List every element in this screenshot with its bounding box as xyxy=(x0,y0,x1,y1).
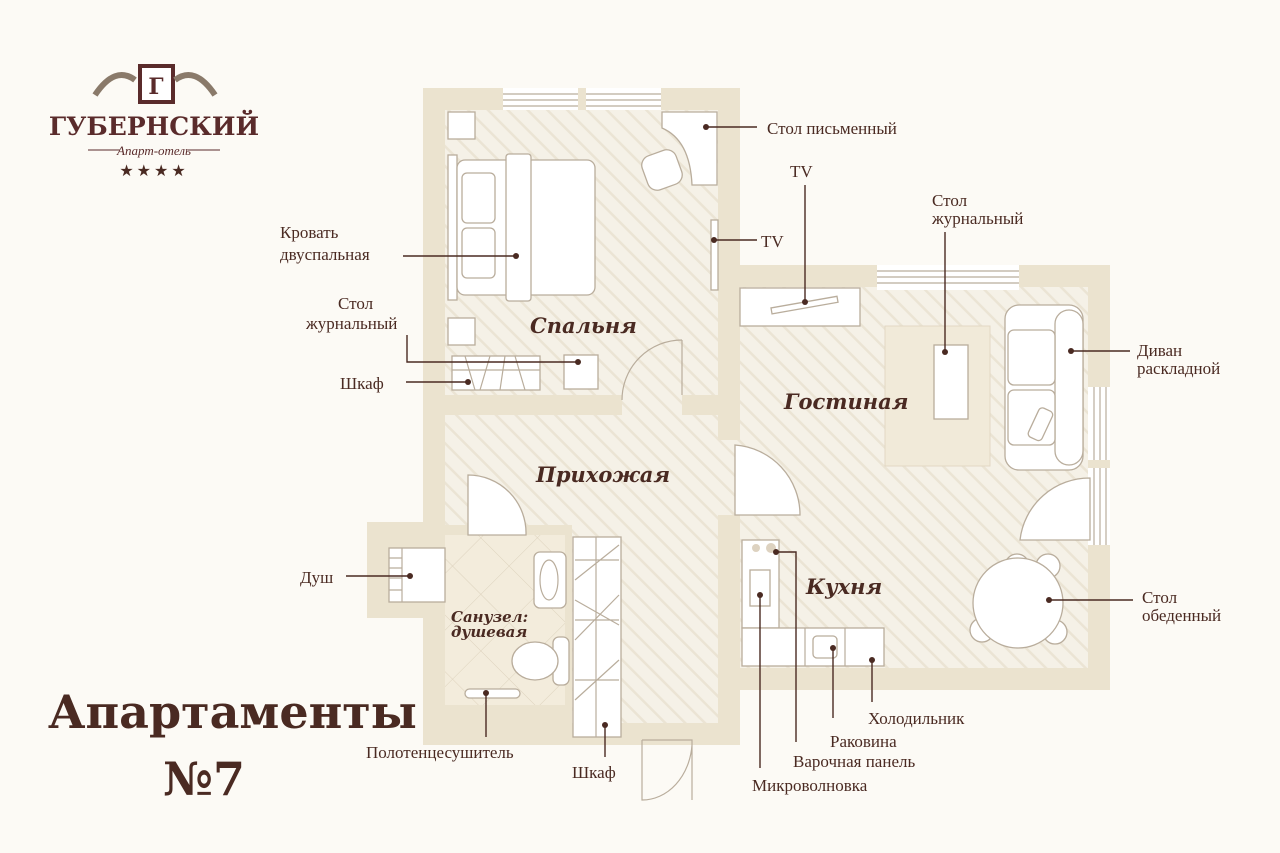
label-sofa: Диван xyxy=(1137,341,1182,360)
label-dining-2: обеденный xyxy=(1142,606,1221,625)
labels: Стол письменный TV TV Стол журнальный Кр… xyxy=(280,119,1221,795)
label-coffee-living-2: журнальный xyxy=(931,209,1023,228)
room-bathroom-line1: Санузел: xyxy=(451,608,528,626)
desk xyxy=(661,111,718,186)
doors xyxy=(467,339,1091,801)
label-coffee-bedroom: Стол xyxy=(338,294,374,313)
label-hob: Варочная панель xyxy=(793,752,915,771)
logo-stars: ★★★★ xyxy=(119,161,188,180)
label-coffee-living: Стол xyxy=(932,191,968,210)
wardrobe-bedroom xyxy=(451,355,541,391)
coffee-table-living xyxy=(933,344,969,420)
label-microwave: Микроволновка xyxy=(752,776,868,795)
room-living: Гостиная xyxy=(783,389,908,414)
room-kitchen: Кухня xyxy=(805,574,882,599)
nightstand xyxy=(447,111,476,140)
dining-table xyxy=(972,557,1064,649)
label-wardrobe-hall: Шкаф xyxy=(572,763,616,782)
furniture xyxy=(388,111,1084,738)
room-bedroom: Спальня xyxy=(530,313,637,338)
label-bed-2: двуспальная xyxy=(280,245,370,264)
wardrobe-hall xyxy=(572,536,622,738)
shower xyxy=(388,547,446,603)
kitchen-counter xyxy=(741,627,885,667)
title-line1: Апартаменты xyxy=(48,685,417,739)
label-towel-dryer: Полотенцесушитель xyxy=(366,743,514,762)
logo-brand: ГУБЕРНСКИЙ xyxy=(49,110,259,141)
label-sofa-2: раскладной xyxy=(1137,359,1220,378)
svg-text:Г: Г xyxy=(148,74,163,100)
label-tv-living: TV xyxy=(790,162,813,181)
label-desk: Стол письменный xyxy=(767,119,897,138)
logo: Г ГУБЕРНСКИЙ Апарт-отель ★★★★ xyxy=(49,64,259,180)
label-sink: Раковина xyxy=(830,732,897,751)
leader-lines xyxy=(346,124,1133,768)
bed-headboard xyxy=(447,154,458,301)
label-bed: Кровать xyxy=(280,223,339,242)
label-coffee-bedroom-2: журнальный xyxy=(305,314,397,333)
windows xyxy=(503,88,1110,545)
title-line2: №7 xyxy=(163,752,245,806)
chair xyxy=(641,149,683,191)
room-bathroom-line2: душевая xyxy=(451,623,527,641)
label-tv-bedroom: TV xyxy=(761,232,784,251)
logo-subtitle: Апарт-отель xyxy=(116,143,191,158)
label-shower: Душ xyxy=(300,568,333,587)
nightstand xyxy=(447,317,476,346)
coffee-table-bedroom xyxy=(563,354,599,390)
room-hall: Прихожая xyxy=(535,462,670,487)
towel-dryer xyxy=(464,688,521,699)
label-fridge: Холодильник xyxy=(868,709,965,728)
kitchen-sink xyxy=(812,635,838,659)
label-wardrobe-bedroom: Шкаф xyxy=(340,374,384,393)
toilet xyxy=(511,641,559,681)
tv-bedroom xyxy=(710,219,719,291)
label-dining: Стол xyxy=(1142,588,1178,607)
